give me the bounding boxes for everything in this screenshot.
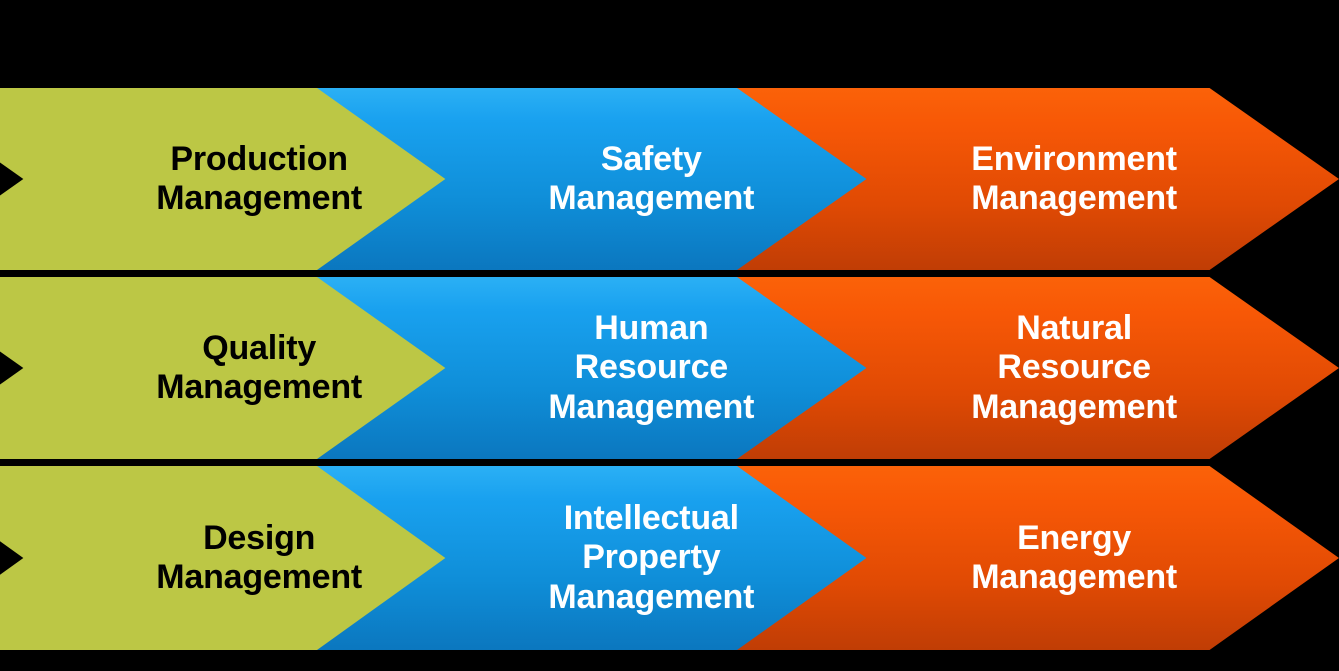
- chevron-label-natural-resource-management: Natural Resource Management: [971, 308, 1178, 426]
- chevron-energy-management[interactable]: Energy Management: [737, 466, 1339, 650]
- chevron-label-safety-management: Safety Management: [548, 139, 755, 217]
- chevron-label-energy-management: Energy Management: [971, 518, 1178, 596]
- chevron-label-quality-management: Quality Management: [156, 328, 363, 406]
- chevron-label-intellectual-property-management: Intellectual Property Management: [548, 498, 755, 616]
- chevron-environment-management[interactable]: Environment Management: [737, 88, 1339, 270]
- chevron-label-human-resource-management: Human Resource Management: [548, 308, 755, 426]
- chevron-label-production-management: Production Management: [156, 139, 363, 217]
- chevron-label-environment-management: Environment Management: [971, 139, 1178, 217]
- chevron-label-design-management: Design Management: [156, 518, 363, 596]
